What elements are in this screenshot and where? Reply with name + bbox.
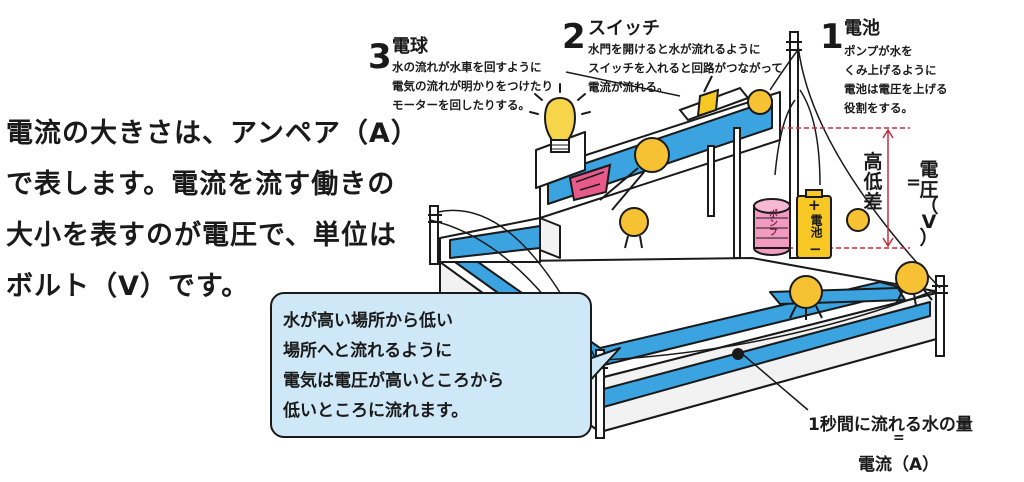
height-label-char: 低	[863, 171, 883, 193]
battery	[796, 189, 832, 259]
bubble-text: 水が高い場所から低い 場所へと流れるように 電気は電圧が高いところから 低いとこ…	[283, 306, 583, 426]
battery-plus-sign: +	[808, 196, 821, 214]
current-label: 電流（A）	[858, 455, 940, 475]
item1-desc-line: 役割をする。	[844, 101, 913, 115]
main-text-line: 電流の大きさは、アンペア（A）	[6, 118, 419, 149]
voltage-label-char: （	[919, 195, 939, 217]
item3-number: 3	[368, 37, 392, 77]
item3-desc-line: 電気の流れが明かりをつけたり	[392, 79, 553, 93]
main-text-line: 大小を表すのが電圧で、単位は	[6, 220, 397, 251]
flow-amount-label: 1秒間に流れる水の量	[808, 415, 973, 435]
main-text-line: で表します。電流を流す働きの	[6, 169, 396, 200]
pump	[753, 198, 791, 256]
leader-dot	[732, 348, 744, 360]
voltage-label-char: ）	[919, 227, 939, 249]
height-label-char: 高	[863, 151, 883, 173]
voltage-label-char: 圧	[919, 179, 939, 201]
item1-desc-line: ポンプが水を	[844, 44, 913, 58]
height-difference-lines	[780, 127, 910, 249]
item3-desc-line: モーターを回したりする。	[392, 98, 530, 112]
item1-desc-line: くみ上げるように	[844, 63, 937, 77]
battery-label: 電池	[809, 214, 823, 238]
bubble-text-line: 低いところに流れます。	[283, 401, 469, 421]
item3-title: 電球	[392, 36, 428, 57]
characters	[599, 89, 933, 320]
voltage-label-char: V	[921, 211, 937, 233]
light-bulb	[529, 83, 591, 153]
item1-description: ポンプが水を くみ上げるように 電池は電圧を上げる 役割をする。	[844, 42, 948, 118]
pump-label: ポンプ	[767, 209, 777, 236]
item2-desc-line: 水門を開けると水が流れるように	[588, 42, 761, 56]
height-difference-label: 高 低 差	[862, 152, 884, 212]
main-explanation: 電流の大きさは、アンペア（A） で表します。電流を流す働きの 大小を表すのが電圧…	[6, 108, 426, 312]
item2-description: 水門を開けると水が流れるように スイッチを入れると回路がつながって 電流が流れる…	[588, 40, 783, 97]
water-wheel	[568, 163, 612, 202]
voltage-label: 電 圧 （ V ）	[918, 159, 940, 249]
bubble-text-line: 水が高い場所から低い	[283, 311, 453, 331]
height-label-char: 差	[863, 191, 883, 213]
water-slide	[439, 91, 781, 263]
battery-minus-sign: −	[809, 240, 822, 258]
item1-number: 1	[820, 17, 844, 57]
bubble-text-line: 場所へと流れるように	[283, 341, 453, 361]
item2-title: スイッチ	[588, 18, 660, 39]
item3-description: 水の流れが水車を回すように 電気の流れが明かりをつけたり モーターを回したりする…	[392, 58, 553, 115]
height-voltage-equals: =	[906, 172, 922, 193]
leader-lines	[565, 71, 809, 411]
item2-desc-line: 電流が流れる。	[588, 80, 669, 94]
bubble-text-line: 電気は電圧が高いところから	[283, 371, 504, 391]
item2-desc-line: スイッチを入れると回路がつながって	[588, 61, 783, 75]
explanation-bubble	[270, 292, 592, 438]
voltage-label-char: 電	[919, 159, 939, 181]
item1-desc-line: 電池は電圧を上げる	[844, 82, 948, 96]
bubble-pointer	[585, 347, 621, 386]
item3-desc-line: 水の流れが水車を回すように	[392, 60, 542, 74]
poles	[428, 31, 948, 439]
item1-title: 電池	[844, 18, 880, 39]
main-text-line: ボルト（V）です。	[6, 271, 250, 302]
item2-number: 2	[562, 17, 586, 57]
flow-equals-sign: =	[893, 430, 905, 446]
